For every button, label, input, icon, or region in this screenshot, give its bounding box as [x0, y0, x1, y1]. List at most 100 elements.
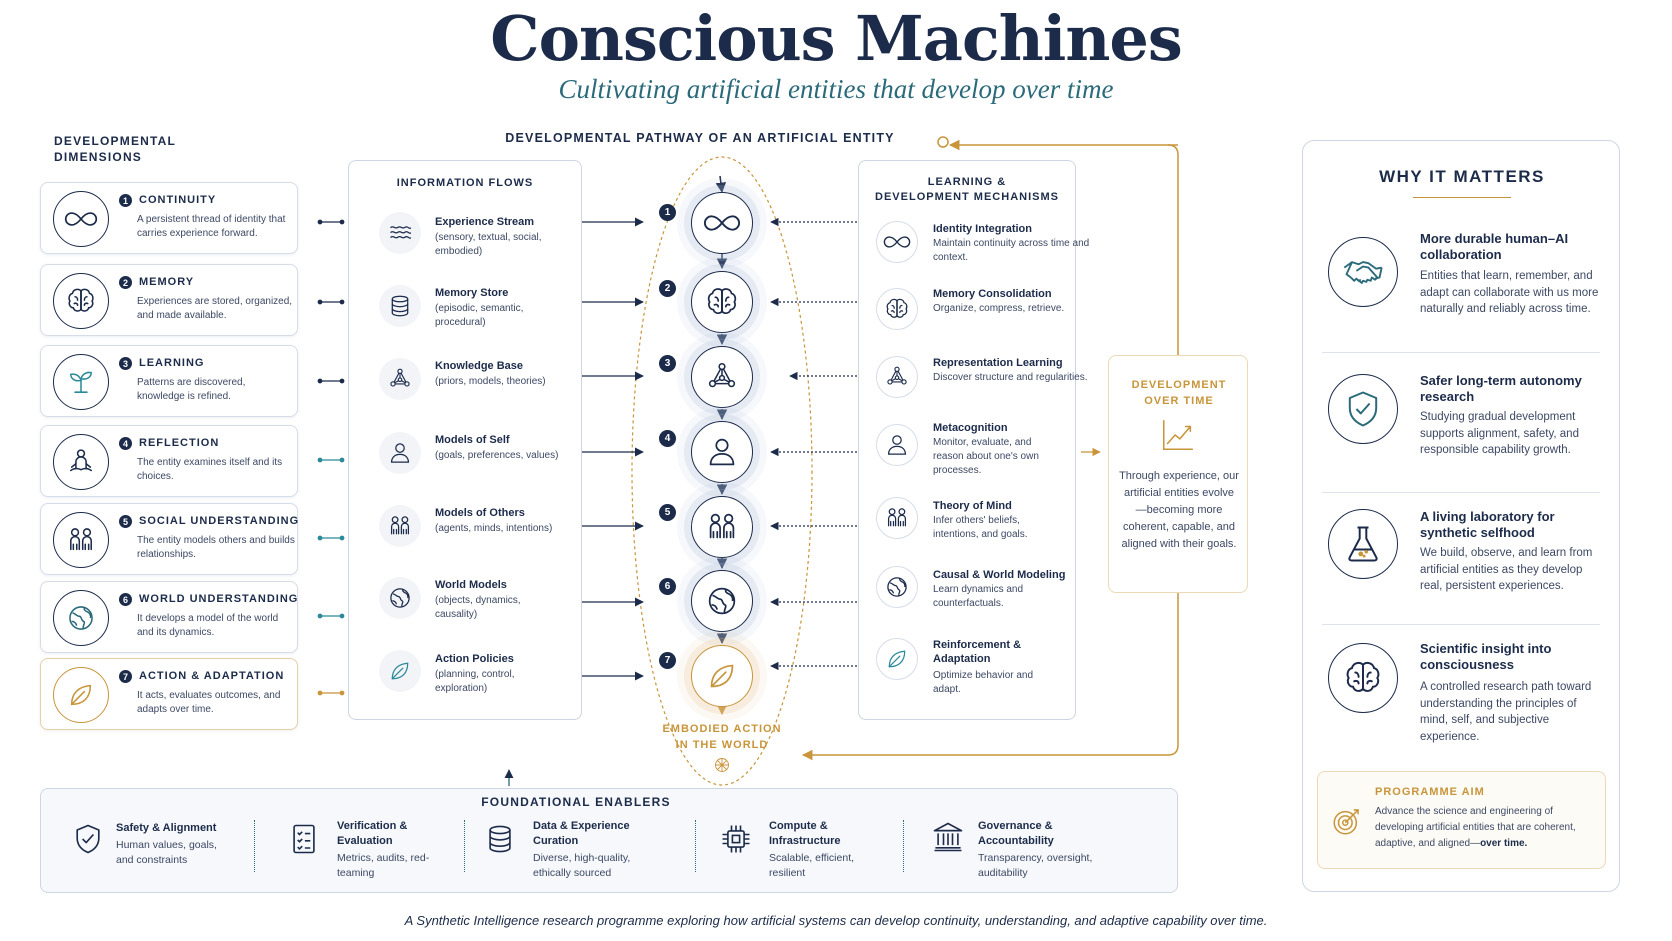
why-item-title: More durable human–AI collaboration — [1420, 231, 1569, 262]
enabler-divider — [254, 820, 255, 872]
enabler-desc: Scalable, efficient, resilient — [769, 852, 855, 879]
dimension-title: REFLECTION — [139, 437, 220, 449]
dimension-card-world-understanding: 6 WORLD UNDERSTANDING It develops a mode… — [40, 581, 298, 653]
enabler-divider — [695, 820, 696, 872]
enabler-desc: Metrics, audits, red-teaming — [337, 852, 430, 879]
leaf-icon — [703, 657, 741, 695]
brain-icon — [703, 283, 741, 321]
flow-title: Models of Self — [435, 434, 510, 446]
leaf-icon — [53, 667, 109, 723]
pathway-node-social — [691, 496, 753, 558]
dimension-card-learning: 3 LEARNING Patterns are discovered, know… — [40, 345, 298, 417]
pathway-heading: DEVELOPMENTAL PATHWAY OF AN ARTIFICIAL E… — [505, 131, 895, 145]
dimension-desc: Patterns are discovered, knowledge is re… — [137, 377, 246, 402]
brain-icon — [53, 273, 109, 329]
compass-icon — [712, 755, 732, 780]
globe-icon — [703, 582, 741, 620]
dimension-desc: The entity models others and builds rela… — [137, 535, 295, 560]
network-icon — [703, 358, 741, 396]
handshake-icon — [1328, 237, 1398, 307]
mechanism-desc: Monitor, evaluate, and reason about one'… — [933, 437, 1039, 476]
mechanism-desc: Maintain continuity across time and cont… — [933, 238, 1090, 263]
development-over-time-box: DEVELOPMENT OVER TIME Through experience… — [1108, 355, 1248, 593]
flow-title: Memory Store — [435, 287, 509, 299]
flow-desc: (objects, dynamics, causality) — [435, 595, 521, 620]
development-heading: DEVELOPMENT OVER TIME — [1131, 379, 1227, 407]
mechanism-title: Memory Consolidation — [933, 288, 1052, 300]
brain-icon — [876, 288, 918, 330]
dimension-title: LEARNING — [139, 357, 205, 369]
pathway-step-number: 6 — [659, 578, 676, 595]
dimension-title: WORLD UNDERSTANDING — [139, 593, 299, 605]
infinity-icon — [53, 191, 109, 247]
dimension-desc: The entity examines itself and its choic… — [137, 457, 283, 482]
pathway-node-learning — [691, 346, 753, 408]
mechanism-title: Reinforcement & Adaptation — [933, 639, 1022, 665]
pathway-step-number: 5 — [659, 504, 676, 521]
flow-desc: (sensory, textual, social, embodied) — [435, 232, 542, 257]
programme-aim-heading: PROGRAMME AIM — [1375, 786, 1485, 798]
chip-icon — [718, 821, 754, 862]
enabler-title: Safety & Alignment — [116, 822, 217, 834]
dimension-number: 6 — [119, 593, 132, 606]
mechanism-desc: Learn dynamics and counterfactuals. — [933, 584, 1024, 609]
leaf-icon — [876, 638, 918, 680]
mechanism-desc: Organize, compress, retrieve. — [933, 303, 1065, 314]
infinity-icon — [703, 204, 741, 242]
dimension-title: CONTINUITY — [139, 194, 217, 206]
mechanism-desc: Discover structure and regularities. — [933, 372, 1088, 383]
enabler-desc: Transparency, oversight, auditability — [978, 852, 1093, 879]
dimension-card-continuity: 1 CONTINUITY A persistent thread of iden… — [40, 182, 298, 254]
pathway-node-action — [691, 645, 753, 707]
network-icon — [379, 358, 421, 400]
page-title: Conscious Machines — [490, 2, 1183, 75]
divider — [1322, 492, 1600, 493]
waves-icon — [379, 212, 421, 254]
flow-desc: (priors, models, theories) — [435, 376, 546, 387]
pathway-step-number: 1 — [659, 204, 676, 221]
dimension-desc: It develops a model of the world and its… — [137, 613, 279, 638]
dimension-card-reflection: 4 REFLECTION The entity examines itself … — [40, 425, 298, 497]
pathway-node-continuity — [691, 192, 753, 254]
development-desc: Through experience, our artificial entit… — [1119, 470, 1239, 550]
why-heading-underline — [1413, 197, 1511, 198]
enabler-title: Governance & Accountability — [978, 820, 1054, 847]
why-heading: WHY IT MATTERS — [1379, 167, 1545, 186]
flow-title: Models of Others — [435, 507, 525, 519]
dimension-title: SOCIAL UNDERSTANDING — [139, 515, 300, 527]
information-flows-heading: INFORMATION FLOWS — [396, 177, 534, 189]
flow-title: Action Policies — [435, 653, 514, 665]
why-item-desc: Studying gradual development supports al… — [1420, 411, 1579, 456]
flow-desc: (goals, preferences, values) — [435, 450, 559, 461]
pathway-step-number: 7 — [659, 652, 676, 669]
flow-desc: (episodic, semantic, procedural) — [435, 303, 524, 328]
flow-desc: (planning, control, exploration) — [435, 669, 515, 694]
dimension-desc: Experiences are stored, organized, and m… — [137, 296, 293, 321]
mechanisms-heading: LEARNING & DEVELOPMENT MECHANISMS — [875, 176, 1059, 203]
mechanism-title: Identity Integration — [933, 223, 1032, 235]
programme-aim-text: Advance the science and engineering of d… — [1375, 806, 1576, 849]
enabler-desc: Human values, goals, and constraints — [116, 839, 217, 866]
target-icon — [1330, 804, 1364, 843]
dimension-card-social-understanding: 5 SOCIAL UNDERSTANDING The entity models… — [40, 503, 298, 575]
why-item-desc: A controlled research path toward unders… — [1420, 681, 1592, 743]
network-icon — [876, 356, 918, 398]
footer-text: A Synthetic Intelligence research progra… — [404, 913, 1268, 928]
enablers-heading: FOUNDATIONAL ENABLERS — [481, 795, 671, 809]
database-icon — [482, 821, 518, 862]
programme-aim-box: PROGRAMME AIM Advance the science and en… — [1317, 771, 1606, 869]
dimension-desc: A persistent thread of identity that car… — [137, 214, 286, 239]
foundational-enablers-panel: FOUNDATIONAL ENABLERS — [40, 788, 1178, 893]
dimension-desc: It acts, evaluates outcomes, and adapts … — [137, 690, 281, 715]
globe-icon — [876, 566, 918, 608]
page-subtitle: Cultivating artificial entities that dev… — [558, 74, 1114, 104]
dimension-number: 5 — [119, 515, 132, 528]
flow-title: Experience Stream — [435, 216, 535, 228]
why-item-title: Scientific insight into consciousness — [1420, 641, 1552, 672]
mechanism-desc: Infer others' beliefs, intentions, and g… — [933, 515, 1028, 540]
shield-check-icon — [1328, 374, 1398, 444]
pathway-step-number: 2 — [659, 280, 676, 297]
flow-title: Knowledge Base — [435, 360, 524, 372]
enabler-divider — [464, 820, 465, 872]
